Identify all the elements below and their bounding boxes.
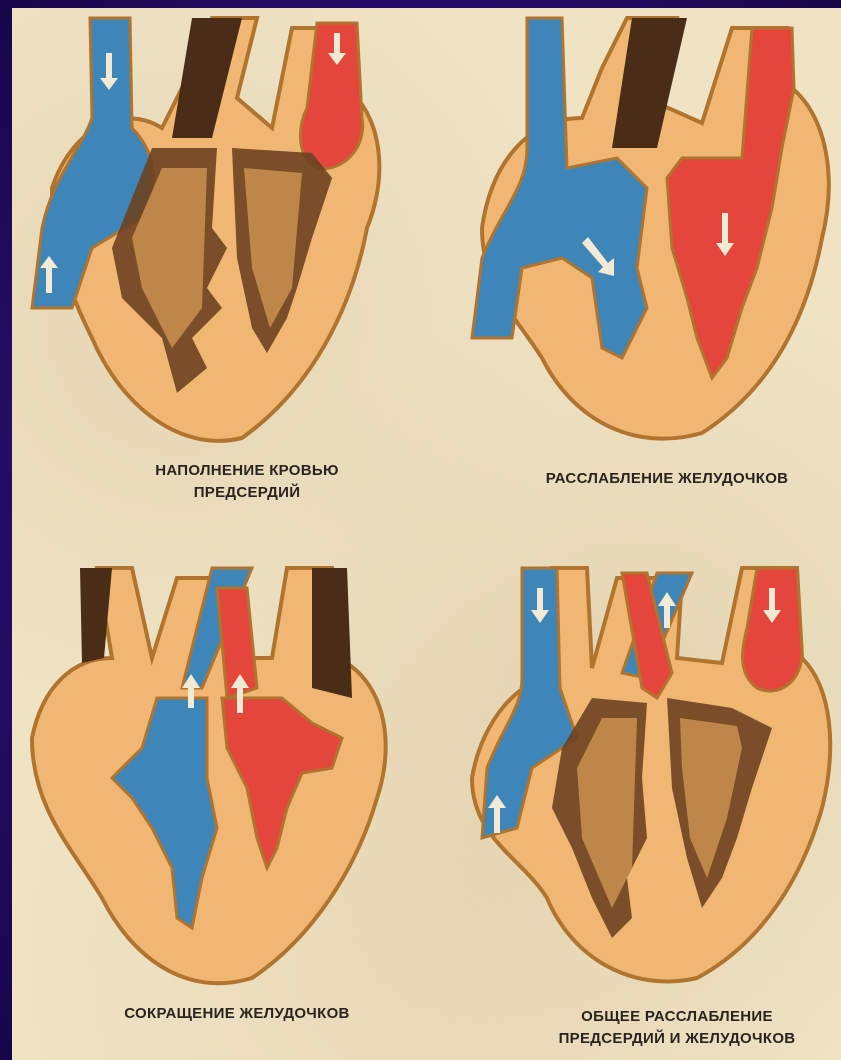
caption-line: ПРЕДСЕРДИЙ bbox=[102, 482, 392, 504]
pulmonary-vein bbox=[312, 568, 352, 698]
vena-cava bbox=[80, 568, 112, 663]
heart-diagram-atria-filling bbox=[12, 8, 422, 458]
caption-line: РАССЛАБЛЕНИЕ ЖЕЛУДОЧКОВ bbox=[502, 468, 832, 490]
caption-ventricle-contraction: СОКРАЩЕНИЕ ЖЕЛУДОЧКОВ bbox=[72, 1003, 402, 1025]
caption-line: ОБЩЕЕ РАССЛАБЛЕНИЕ bbox=[522, 1006, 832, 1028]
heart-diagram-general-relaxation bbox=[442, 548, 841, 988]
heart-diagram-ventricle-relaxation bbox=[442, 8, 841, 448]
caption-line: НАПОЛНЕНИЕ КРОВЬЮ bbox=[102, 460, 392, 482]
caption-general-relaxation: ОБЩЕЕ РАССЛАБЛЕНИЕ ПРЕДСЕРДИЙ И ЖЕЛУДОЧК… bbox=[522, 1006, 832, 1050]
caption-line: СОКРАЩЕНИЕ ЖЕЛУДОЧКОВ bbox=[72, 1003, 402, 1025]
panel-general-relaxation: ОБЩЕЕ РАССЛАБЛЕНИЕ ПРЕДСЕРДИЙ И ЖЕЛУДОЧК… bbox=[442, 548, 841, 1060]
heart-diagram-ventricle-contraction bbox=[12, 548, 422, 998]
caption-line: ПРЕДСЕРДИЙ И ЖЕЛУДОЧКОВ bbox=[522, 1028, 832, 1050]
panel-ventricle-contraction: СОКРАЩЕНИЕ ЖЕЛУДОЧКОВ bbox=[12, 548, 422, 1060]
caption-atria-filling: НАПОЛНЕНИЕ КРОВЬЮ ПРЕДСЕРДИЙ bbox=[102, 460, 392, 504]
panel-atria-filling: НАПОЛНЕНИЕ КРОВЬЮ ПРЕДСЕРДИЙ bbox=[12, 8, 422, 528]
panel-ventricle-relaxation: РАССЛАБЛЕНИЕ ЖЕЛУДОЧКОВ bbox=[442, 8, 841, 528]
caption-ventricle-relaxation: РАССЛАБЛЕНИЕ ЖЕЛУДОЧКОВ bbox=[502, 468, 832, 490]
heart-cycle-poster: НАПОЛНЕНИЕ КРОВЬЮ ПРЕДСЕРДИЙ РАССЛАБЛЕНИ… bbox=[12, 8, 841, 1060]
